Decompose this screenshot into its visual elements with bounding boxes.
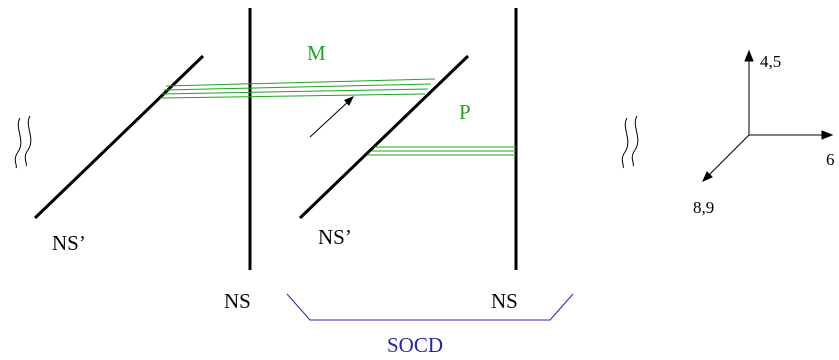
continuation-mark-right bbox=[621, 115, 639, 169]
axis-label-diag: 8,9 bbox=[693, 198, 714, 217]
label-p: P bbox=[459, 100, 471, 124]
continuation-mark-left bbox=[14, 115, 32, 169]
ns-prime-brane-left bbox=[33, 54, 205, 220]
ns-prime-brane-mid bbox=[298, 54, 470, 220]
label-m: M bbox=[307, 41, 326, 65]
axis-label-up: 4,5 bbox=[760, 52, 781, 71]
label-ns-prime-left: NS’ bbox=[52, 231, 86, 255]
motion-arrow bbox=[309, 96, 354, 138]
p-strings bbox=[368, 146, 516, 156]
axis-label-right: 6 bbox=[826, 150, 835, 169]
socd-bracket bbox=[286, 293, 574, 321]
label-ns-left: NS bbox=[224, 289, 251, 313]
label-ns-right: NS bbox=[491, 289, 518, 313]
label-socd: SOCD bbox=[387, 333, 443, 357]
coordinate-axes bbox=[702, 49, 834, 182]
label-ns-prime-mid: NS’ bbox=[318, 225, 352, 249]
m-strings bbox=[159, 78, 436, 99]
